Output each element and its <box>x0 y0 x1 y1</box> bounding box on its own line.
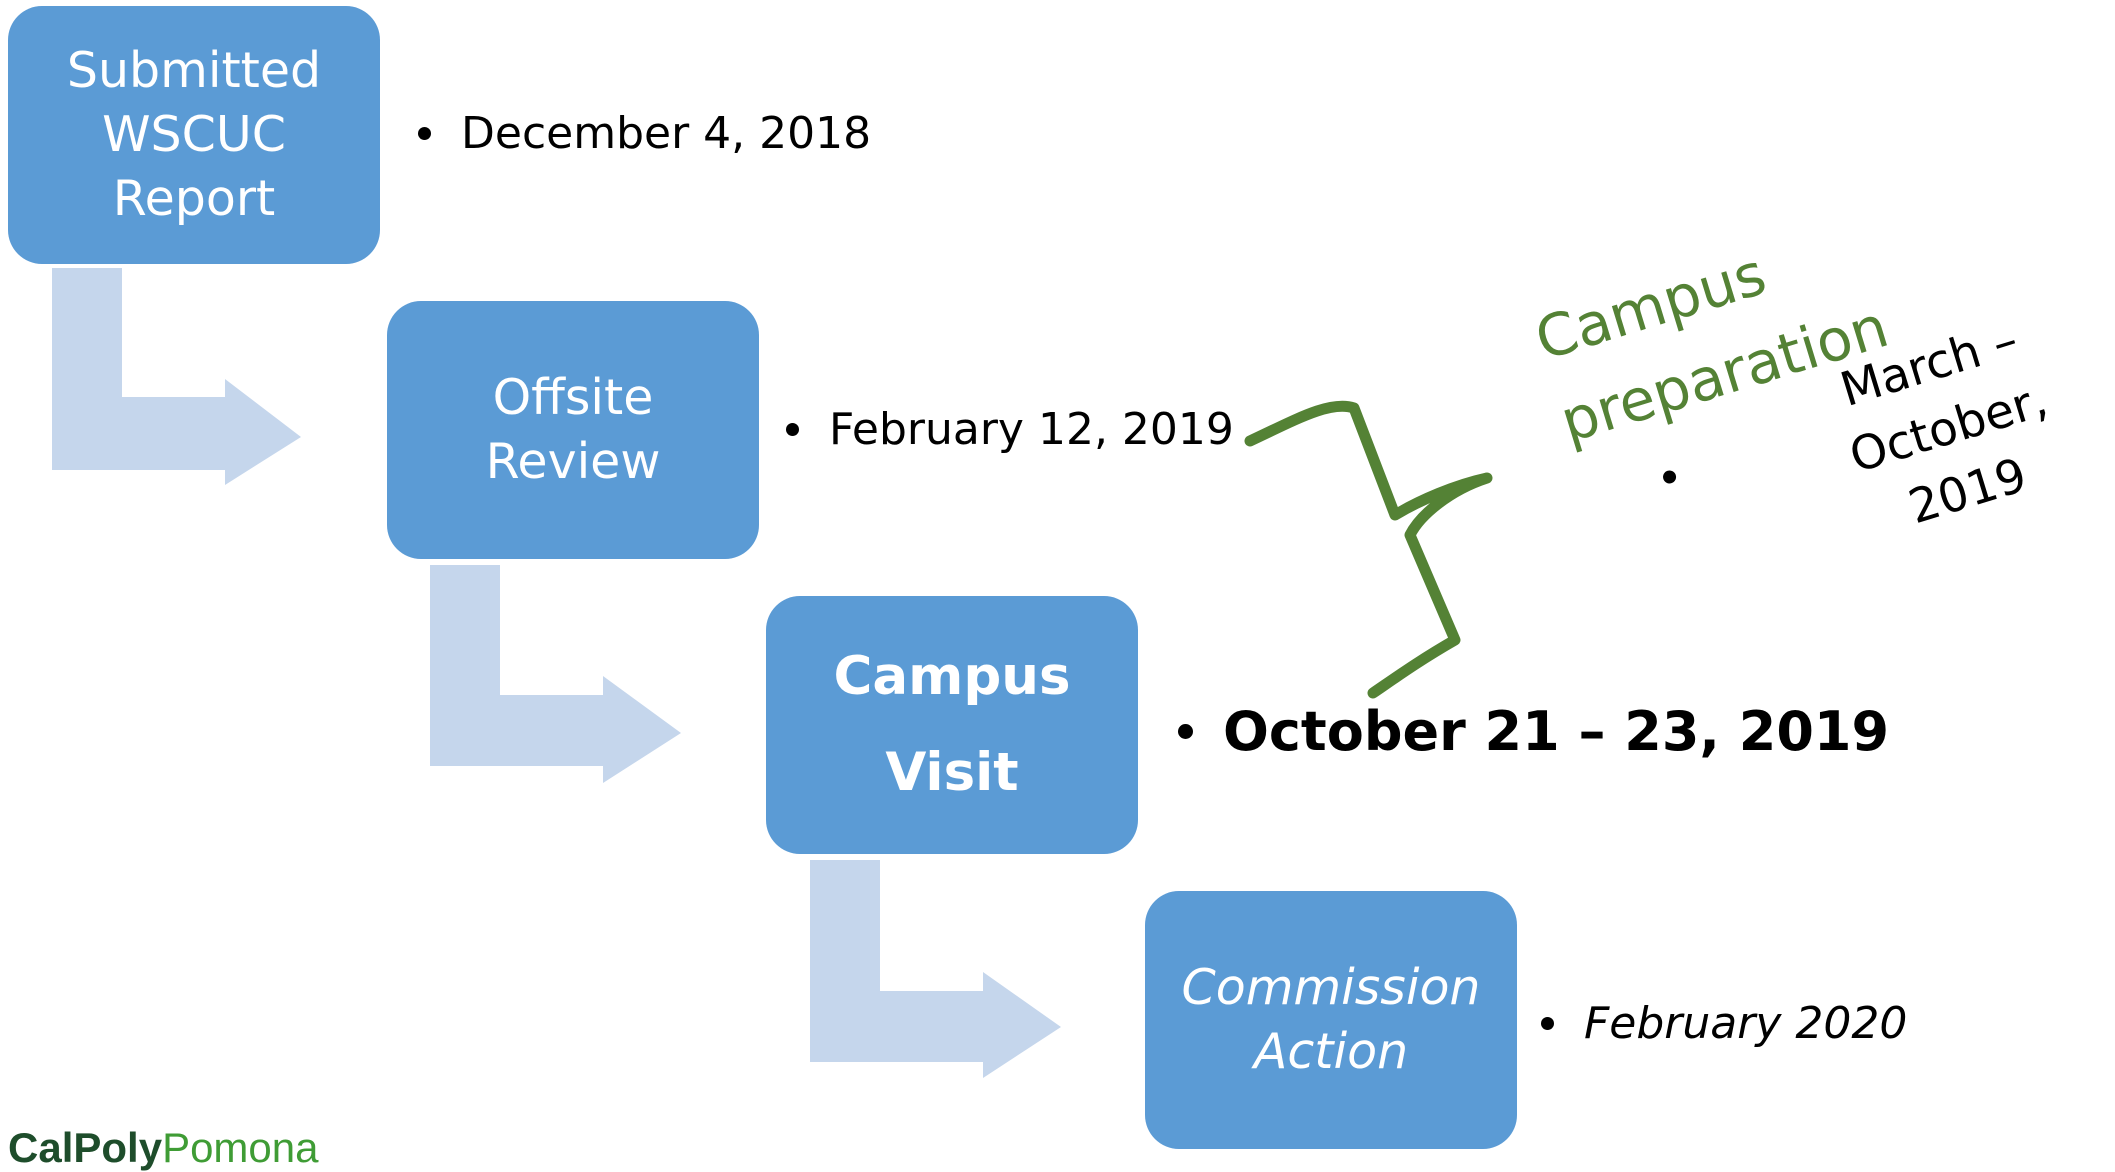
step-box-submitted-report: Submitted WSCUC Report <box>8 6 380 264</box>
date-text: February 12, 2019 <box>829 404 1234 455</box>
logo-text-pomona: Pomona <box>162 1124 319 1171</box>
date-text: October 21 – 23, 2019 <box>1223 700 1890 763</box>
bullet-dot <box>1541 1017 1554 1030</box>
date-bullet-submitted: December 4, 2018 <box>418 108 871 159</box>
bent-arrow-3 <box>810 860 1061 1078</box>
calpoly-pomona-logo: CalPolyPomona <box>8 1124 319 1172</box>
logo-text-calpoly: CalPoly <box>8 1124 163 1171</box>
date-text: February 2020 <box>1584 998 1908 1049</box>
bent-arrow-1 <box>52 268 301 485</box>
bullet-dot <box>418 127 431 140</box>
bullet-dot <box>1178 724 1193 739</box>
date-bullet-campus-visit: October 21 – 23, 2019 <box>1178 700 1889 763</box>
bent-arrow-2 <box>430 565 681 783</box>
date-text: December 4, 2018 <box>461 108 872 159</box>
step-box-commission-action: Commission Action <box>1145 891 1517 1149</box>
step-box-campus-visit: Campus Visit <box>766 596 1138 854</box>
date-bullet-commission: February 2020 <box>1541 998 1907 1049</box>
annotation-bullet-dot <box>1661 468 1678 486</box>
step-box-offsite-review: Offsite Review <box>387 301 759 559</box>
bullet-dot <box>786 423 799 436</box>
date-bullet-offsite: February 12, 2019 <box>786 404 1234 455</box>
curly-brace <box>1244 400 1493 699</box>
